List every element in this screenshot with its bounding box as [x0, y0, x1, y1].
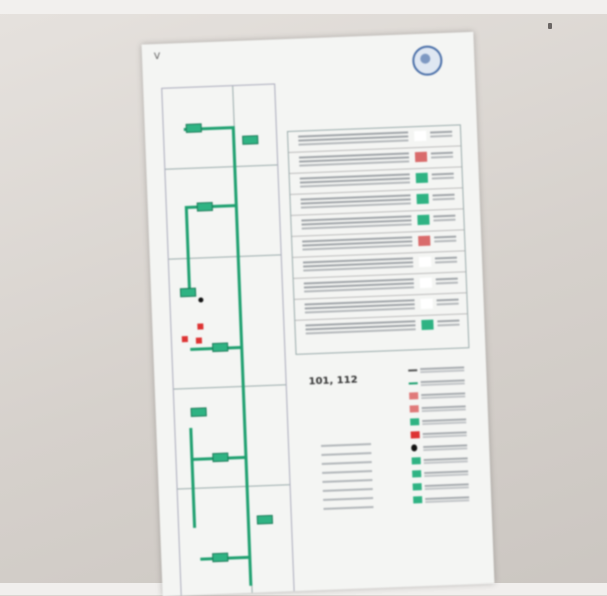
evacuation-arrow-icon	[185, 206, 191, 296]
room-list-title	[303, 435, 393, 438]
evacuation-arrow-icon	[189, 428, 196, 528]
room-list	[303, 435, 396, 514]
legend-item	[413, 492, 479, 508]
floor-plan	[161, 83, 294, 596]
wall-pin	[548, 23, 552, 29]
exit-sign-icon	[212, 453, 228, 463]
instructions-title	[284, 105, 444, 111]
you-are-here-marker	[198, 297, 203, 302]
plan-wall	[169, 254, 281, 259]
logo-seal-icon	[412, 45, 443, 76]
exit-sign-icon	[212, 342, 228, 352]
wall-top-edge	[0, 0, 607, 14]
exit-sign-icon	[180, 288, 196, 298]
exit-sign-icon	[191, 407, 207, 417]
instructions-table	[287, 124, 469, 355]
header-line-1	[242, 41, 402, 47]
fire-extinguisher-icon	[196, 337, 202, 343]
fire-extinguisher-icon	[197, 323, 203, 329]
emergency-phone: 101, 112	[304, 375, 357, 388]
exit-sign-icon	[257, 515, 273, 525]
exit-sign-icon	[242, 135, 258, 145]
header-line-2	[242, 41, 402, 47]
legend	[408, 362, 479, 507]
evacuation-arrow-icon	[232, 126, 253, 586]
plan-wall	[174, 384, 286, 389]
exit-sign-icon	[197, 202, 213, 212]
corner-mark: V	[154, 52, 161, 62]
fire-extinguisher-icon	[182, 336, 188, 342]
header-line-3	[242, 41, 402, 47]
emergency-phone-numbers: 101, 112	[308, 375, 357, 388]
plan-wall	[165, 164, 277, 169]
evacuation-plan-poster: V	[142, 32, 495, 596]
poster-header	[242, 41, 402, 47]
exit-sign-icon	[212, 553, 228, 563]
exit-sign-icon	[186, 123, 202, 133]
